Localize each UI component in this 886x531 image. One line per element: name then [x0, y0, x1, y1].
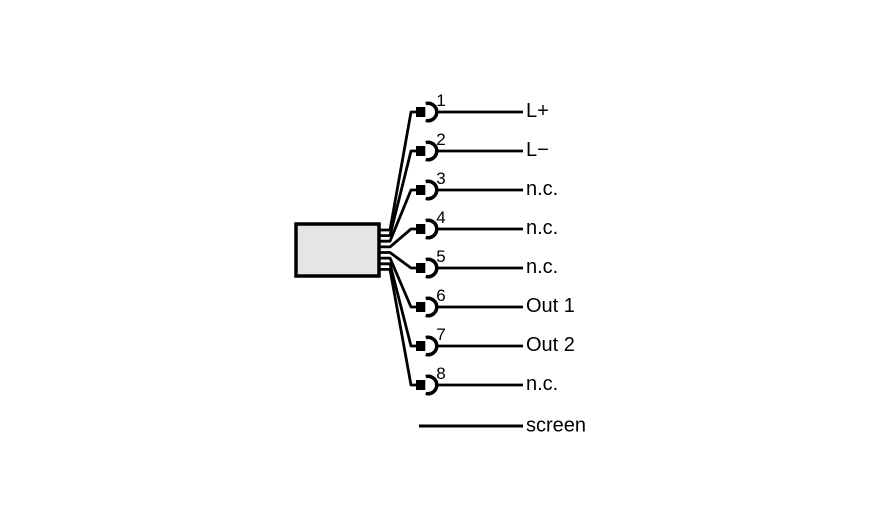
terminal-plug-icon [416, 185, 426, 195]
pin-row: 7 Out 2 [378, 262, 575, 357]
connector-box [294, 222, 381, 278]
wire [378, 227, 418, 249]
pin-label: n.c. [526, 217, 558, 239]
terminal-socket-icon [425, 140, 439, 162]
screen-label: screen [526, 415, 586, 437]
pin-number: 8 [436, 364, 445, 383]
pin-number: 2 [436, 130, 445, 149]
pin-label: L+ [526, 100, 549, 122]
screen-row: screen [419, 415, 586, 437]
terminal-plug-icon [416, 380, 426, 390]
pin-number: 3 [436, 169, 445, 188]
terminal-socket-icon [425, 335, 439, 357]
terminal-plug-icon [416, 341, 426, 351]
terminal-plug-icon [416, 263, 426, 273]
wire [378, 110, 418, 232]
terminal-socket-icon [425, 296, 439, 318]
wire [378, 251, 418, 270]
pin-label: Out 2 [526, 334, 575, 356]
wire [378, 149, 418, 237]
terminal-plug-icon [416, 302, 426, 312]
pin-number: 4 [436, 208, 445, 227]
wire [378, 268, 418, 387]
pin-number: 1 [436, 91, 445, 110]
pin-row: 8 n.c. [378, 268, 558, 396]
terminal-socket-icon [425, 374, 439, 396]
terminal-plug-icon [416, 146, 426, 156]
pin-row: 1 L+ [378, 91, 549, 232]
pin-row: 3 n.c. [378, 169, 558, 243]
pin-label: n.c. [526, 178, 558, 200]
pin-row: 4 n.c. [378, 208, 558, 249]
terminal-socket-icon [425, 257, 439, 279]
pin-number: 5 [436, 247, 445, 266]
terminal-socket-icon [425, 179, 439, 201]
pin-row: 5 n.c. [378, 247, 558, 279]
wire [378, 188, 418, 243]
terminal-socket-icon [425, 218, 439, 240]
terminal-plug-icon [416, 107, 426, 117]
wire [378, 262, 418, 348]
wire [378, 256, 418, 309]
pin-number: 7 [436, 325, 445, 344]
terminal-socket-icon [425, 101, 439, 123]
terminal-plug-icon [416, 224, 426, 234]
pin-label: n.c. [526, 373, 558, 395]
pin-label: Out 1 [526, 295, 575, 317]
pin-label: L− [526, 139, 549, 161]
pin-number: 6 [436, 286, 445, 305]
pin-label: n.c. [526, 256, 558, 278]
pin-row: 6 Out 1 [378, 256, 575, 318]
pin-row: 2 L− [378, 130, 549, 237]
